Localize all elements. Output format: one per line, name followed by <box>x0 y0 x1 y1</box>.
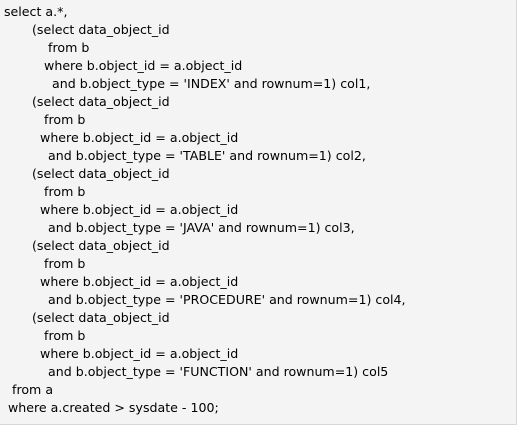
code-line-20: where b.object_id = a.object_id <box>4 346 239 361</box>
code-line-23: where a.created > sysdate - 100; <box>4 400 219 415</box>
code-line-2: (select data_object_id <box>4 22 170 37</box>
code-line-7: from b <box>4 112 86 127</box>
code-line-18: (select data_object_id <box>4 310 170 325</box>
code-line-12: where b.object_id = a.object_id <box>4 202 239 217</box>
code-line-11: from b <box>4 184 86 199</box>
code-line-8: where b.object_id = a.object_id <box>4 130 239 145</box>
code-line-3: from b <box>4 40 90 55</box>
code-line-19: from b <box>4 328 86 343</box>
code-line-10: (select data_object_id <box>4 166 170 181</box>
code-line-14: (select data_object_id <box>4 238 170 253</box>
code-line-13: and b.object_type = 'JAVA' and rownum=1)… <box>4 220 355 235</box>
code-line-15: from b <box>4 256 86 271</box>
code-line-17: and b.object_type = 'PROCEDURE' and rown… <box>4 292 406 307</box>
code-line-22: from a <box>4 382 54 397</box>
code-line-5: and b.object_type = 'INDEX' and rownum=1… <box>4 76 371 91</box>
code-line-1: select a.*, <box>4 4 68 19</box>
code-line-21: and b.object_type = 'FUNCTION' and rownu… <box>4 364 389 379</box>
code-line-16: where b.object_id = a.object_id <box>4 274 239 289</box>
code-line-9: and b.object_type = 'TABLE' and rownum=1… <box>4 148 366 163</box>
code-line-6: (select data_object_id <box>4 94 170 109</box>
code-line-4: where b.object_id = a.object_id <box>4 58 243 73</box>
